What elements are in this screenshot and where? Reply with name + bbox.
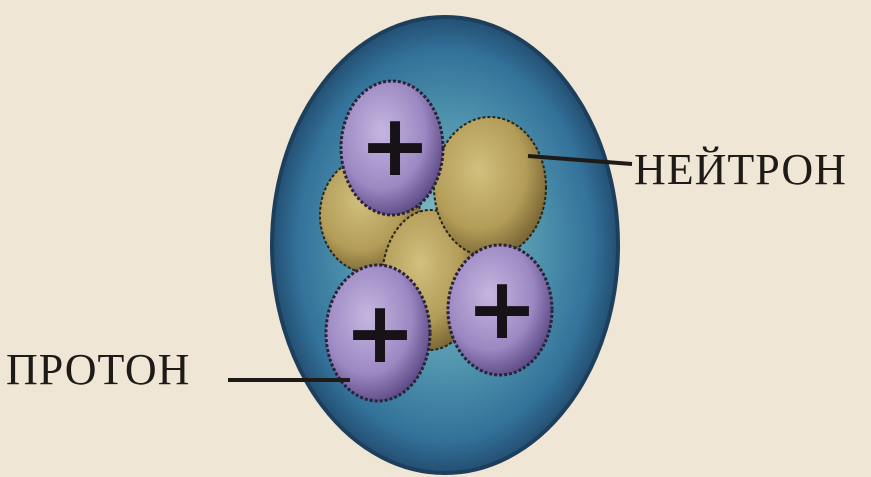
neutron-label: НЕЙТРОН bbox=[634, 148, 847, 192]
proton-plus-bottom-left: + bbox=[344, 283, 416, 383]
proton-plus-bottom-right: + bbox=[466, 259, 538, 359]
neutron-upper-right bbox=[434, 117, 546, 257]
proton-label: ПРОТОН bbox=[6, 348, 190, 392]
proton-plus-top: + bbox=[359, 96, 431, 196]
